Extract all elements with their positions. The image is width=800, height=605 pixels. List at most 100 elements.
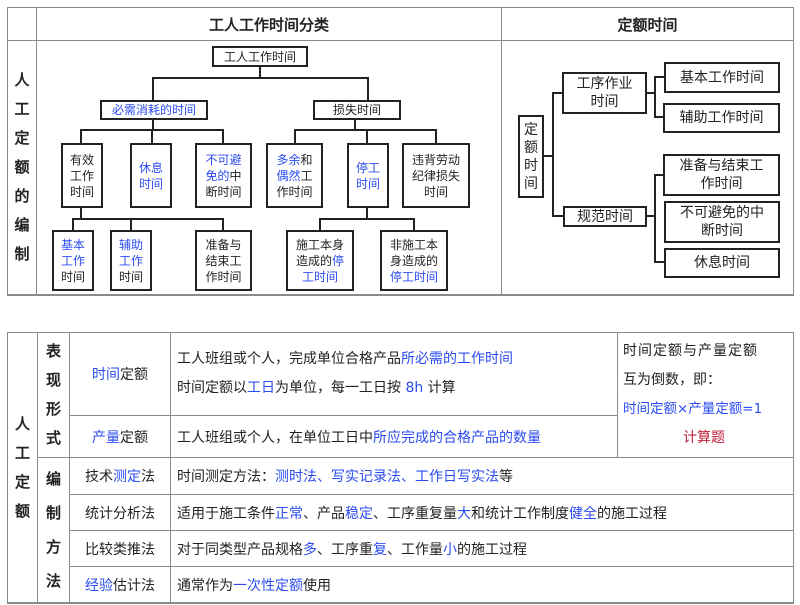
plain-text: 估计法 <box>113 577 155 594</box>
vertical-char: 编 <box>45 470 61 488</box>
left-label-labor-quota-compilation: 人工定额的编制 <box>8 41 36 294</box>
connector <box>319 218 415 220</box>
note-line: 时间定额与产量定额 <box>623 343 758 359</box>
node-label: 不可避免的中断时间 <box>680 205 764 239</box>
node-rest-time: 休息时间 <box>130 143 172 208</box>
connector <box>72 218 224 220</box>
desc-line: 时间定额以工日为单位，每一工日按 8h 计算 <box>177 374 456 403</box>
node-label: 辅助工作时间 <box>679 110 764 126</box>
border <box>69 530 794 531</box>
vertical-char: 现 <box>45 371 61 389</box>
connector <box>543 155 554 157</box>
connector <box>354 119 356 130</box>
node-redundant-accidental-work: 多余和偶然工作时间 <box>266 143 323 208</box>
plain-text: 工人班组或个人，完成单位合格产品 <box>177 351 401 367</box>
highlight-text: 稳定 <box>345 505 373 522</box>
vertical-label: 编制方法 <box>46 462 61 598</box>
plain-text: 工作时间 <box>276 168 313 199</box>
border <box>69 494 794 495</box>
connector <box>151 129 153 144</box>
connector <box>152 119 154 130</box>
border <box>7 7 8 296</box>
node-prep-and-finish-time: 准备与结束工作时间 <box>195 230 252 291</box>
connector <box>366 129 368 144</box>
plain-text: 定额 <box>120 367 148 383</box>
vertical-char: 制 <box>45 504 61 522</box>
node-prep-finish-time-right: 准备与结束工作时间 <box>663 154 780 196</box>
highlight-text: 辅助工作 <box>118 237 143 268</box>
node-label: 违背劳动纪律损失时间 <box>411 152 460 199</box>
connector <box>552 92 554 217</box>
highlight-text: 小 <box>443 541 457 558</box>
connector <box>654 174 656 263</box>
border <box>7 332 794 333</box>
connector <box>654 76 664 78</box>
connector <box>646 92 655 94</box>
connector <box>152 77 154 101</box>
connector <box>654 261 664 263</box>
highlight-text: 复 <box>373 541 387 558</box>
connector <box>130 218 132 231</box>
vertical-char: 形 <box>45 400 61 418</box>
note-formula: 时间定额×产量定额=1 <box>623 401 763 417</box>
node-label: 准备与结束工作时间 <box>205 237 242 284</box>
connector <box>654 174 664 176</box>
plain-text: 、工序重复量 <box>373 505 457 522</box>
vertical-char: 的 <box>14 187 30 205</box>
calculation-tag: 计算题 <box>683 430 725 446</box>
connector <box>646 215 655 217</box>
node-label: 准备与结束工作时间 <box>679 158 764 192</box>
node-label: 定额时间 <box>524 121 538 192</box>
vertical-char: 人 <box>14 414 30 433</box>
connector <box>435 129 437 144</box>
plain-text: 、工序重 <box>317 541 373 558</box>
border <box>793 7 794 296</box>
node-basic-work-time: 基本工作时间 <box>52 230 94 291</box>
vertical-label: 人工定额 <box>15 410 30 526</box>
node-label: 非施工本身造成的停工时间 <box>388 237 440 285</box>
vertical-char: 编 <box>14 216 30 234</box>
highlight-text: 偶然 <box>276 168 301 183</box>
plain-text: 中断时间 <box>205 168 242 199</box>
border <box>36 7 37 296</box>
plain-text: 使用 <box>303 577 331 594</box>
border <box>7 332 8 603</box>
highlight-text: 基本工作 <box>60 237 85 268</box>
highlight-text: 健全 <box>569 505 597 522</box>
vertical-char: 人 <box>14 71 30 89</box>
border <box>37 457 794 458</box>
border <box>501 7 502 296</box>
highlight-text: 工日 <box>247 380 275 396</box>
plain-text: 通常作为 <box>177 577 233 594</box>
connector <box>294 129 437 131</box>
plain-text: 对于同类型产品规格 <box>177 541 303 558</box>
connector <box>366 207 368 219</box>
header-quota-time: 定额时间 <box>617 15 678 34</box>
node-label: 基本工作时间 <box>680 69 764 86</box>
vertical-label: 表现形式 <box>46 337 61 453</box>
connector <box>552 215 563 217</box>
border <box>37 332 38 603</box>
vertical-char: 工 <box>14 100 30 118</box>
plain-text: 适用于施工条件 <box>177 505 275 522</box>
highlight-text: 正常 <box>275 505 303 522</box>
connector <box>80 129 82 144</box>
border <box>793 332 794 603</box>
vertical-char: 制 <box>14 245 30 263</box>
plain-text: 比较类推法 <box>85 541 155 558</box>
node-label: 工序作业时间 <box>576 76 633 110</box>
node-quota-time: 定额时间 <box>518 115 544 198</box>
group-label-methods: 编制方法 <box>38 458 69 602</box>
highlight-text: 所应完成的合格产品的数量 <box>373 429 541 446</box>
plain-text: 时间 <box>60 269 85 284</box>
node-auxiliary-work-time: 辅助工作时间 <box>110 230 152 291</box>
border <box>69 566 794 567</box>
node-stoppage-non-construction: 非施工本身造成的停工时间 <box>380 230 448 291</box>
left-label-labor-quota: 人工定额 <box>8 333 37 602</box>
row-output-quota-name: 产量定额 <box>70 416 170 457</box>
highlight-text: 停工时间 <box>301 253 345 284</box>
row-output-quota-desc: 工人班组或个人，在单位工日中所应完成的合格产品的数量 <box>171 416 617 457</box>
connector <box>80 207 82 219</box>
connector <box>552 92 563 94</box>
highlight-text: 一次性定额 <box>233 577 303 594</box>
